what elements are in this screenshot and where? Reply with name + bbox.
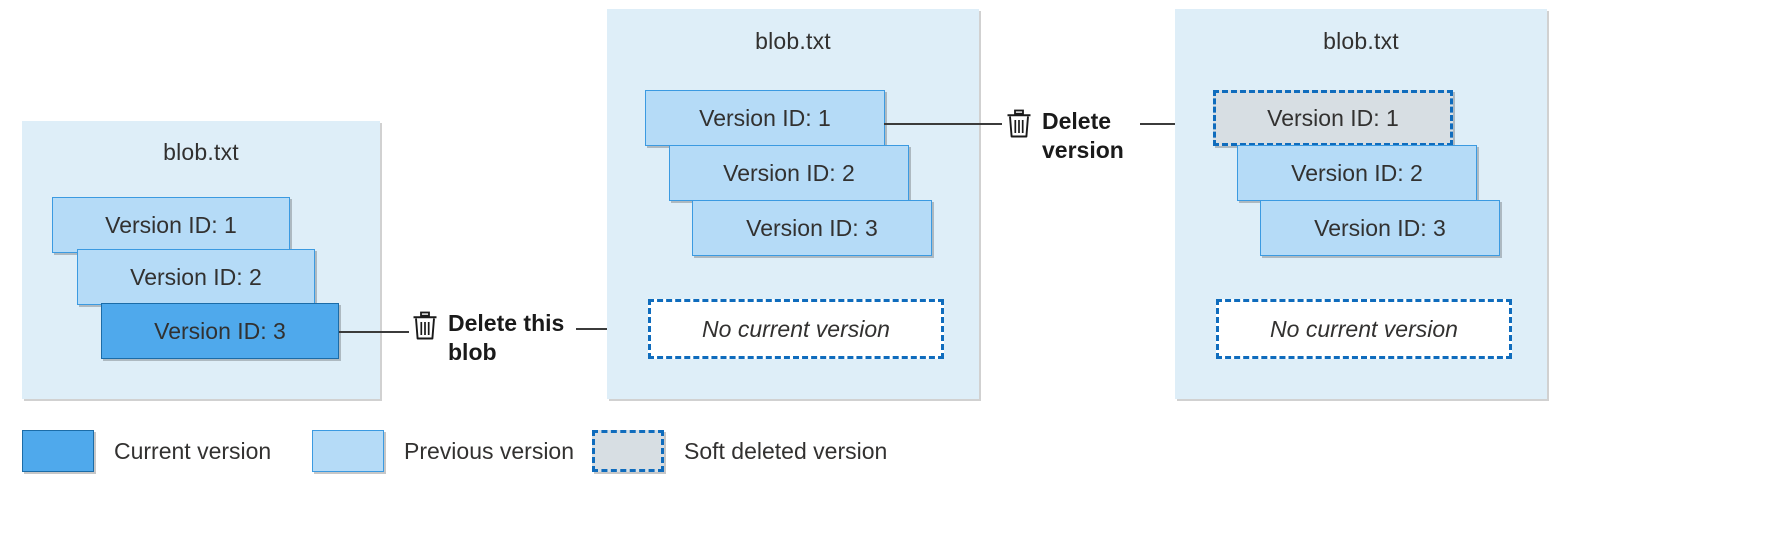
panel-1-version-2: Version ID: 2 bbox=[77, 249, 315, 305]
panel-2-version-2: Version ID: 2 bbox=[669, 145, 909, 201]
panel-2-version-3-label: Version ID: 3 bbox=[746, 214, 878, 241]
panel-2-no-current-version-label: No current version bbox=[702, 315, 890, 342]
legend-swatch-current-version bbox=[22, 430, 94, 472]
connector-panel1-to-delete-blob bbox=[339, 331, 409, 333]
panel-1-version-2-label: Version ID: 2 bbox=[130, 263, 262, 290]
legend-swatch-soft-deleted-version bbox=[592, 430, 664, 472]
panel-3-version-2: Version ID: 2 bbox=[1237, 145, 1477, 201]
panel-2-no-current-version: No current version bbox=[648, 299, 944, 359]
panel-1-version-1: Version ID: 1 bbox=[52, 197, 290, 253]
panel-3-version-2-label: Version ID: 2 bbox=[1291, 159, 1423, 186]
panel-1-version-3-label: Version ID: 3 bbox=[154, 317, 286, 344]
action-delete-this-blob-line2: blob bbox=[448, 338, 497, 365]
trash-icon bbox=[412, 311, 438, 346]
action-delete-this-blob-line1: Delete this bbox=[448, 310, 565, 336]
legend-item-current-version: Current version bbox=[22, 430, 271, 472]
connector-panel2-to-delete-version bbox=[884, 123, 1002, 125]
panel-3-version-3: Version ID: 3 bbox=[1260, 200, 1500, 256]
panel-2-version-1-label: Version ID: 1 bbox=[699, 104, 831, 131]
trash-icon bbox=[1006, 109, 1032, 144]
panel-2-title: blob.txt bbox=[755, 28, 831, 54]
panel-3-no-current-version: No current version bbox=[1216, 299, 1512, 359]
panel-1-title: blob.txt bbox=[163, 139, 239, 165]
action-delete-version-line1: Delete bbox=[1042, 108, 1112, 134]
legend: Current version Previous version Soft de… bbox=[22, 421, 1762, 481]
legend-item-previous-version: Previous version bbox=[312, 430, 574, 472]
legend-label-soft-deleted-version: Soft deleted version bbox=[684, 437, 888, 464]
panel-1-version-3: Version ID: 3 bbox=[101, 303, 339, 359]
legend-swatch-previous-version bbox=[312, 430, 384, 472]
panel-3-version-1-label: Version ID: 1 bbox=[1267, 104, 1399, 131]
panel-3-version-3-label: Version ID: 3 bbox=[1314, 214, 1446, 241]
panel-3-title: blob.txt bbox=[1323, 28, 1399, 54]
panel-2-version-1: Version ID: 1 bbox=[645, 90, 885, 146]
panel-2-version-2-label: Version ID: 2 bbox=[723, 159, 855, 186]
action-delete-version-line2: version bbox=[1042, 136, 1124, 163]
panel-1-version-1-label: Version ID: 1 bbox=[105, 211, 237, 238]
legend-item-soft-deleted-version: Soft deleted version bbox=[592, 430, 887, 472]
legend-label-current-version: Current version bbox=[114, 437, 272, 464]
panel-3-no-current-version-label: No current version bbox=[1270, 315, 1458, 342]
panel-2-version-3: Version ID: 3 bbox=[692, 200, 932, 256]
panel-3-version-1-soft-deleted: Version ID: 1 bbox=[1213, 90, 1453, 146]
legend-label-previous-version: Previous version bbox=[404, 437, 575, 464]
